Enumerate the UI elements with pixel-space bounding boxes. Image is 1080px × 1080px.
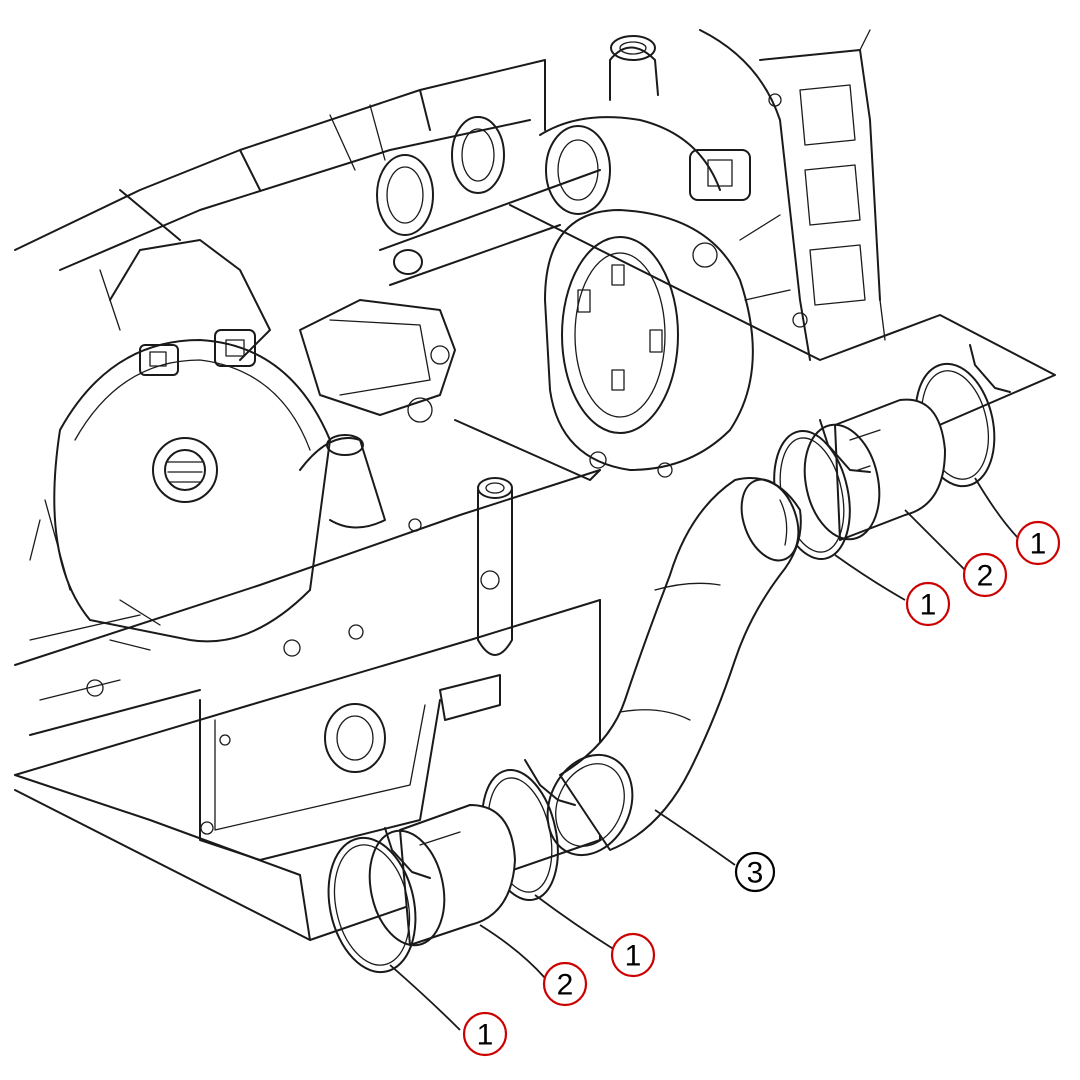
callout-label: 1: [625, 940, 642, 973]
callout-2-c2: 2: [962, 552, 1008, 598]
lower-hose-assembly: [327, 759, 576, 974]
upper-hose-assembly: [773, 344, 1011, 561]
section-planes: [14, 204, 1056, 941]
callouts: 1 2 1 1 2 1 3: [462, 520, 1061, 1057]
callout-circle: [905, 581, 951, 627]
callout-1-c3: 1: [905, 581, 951, 627]
coolant-hose: [546, 477, 802, 857]
callout-label: 3: [747, 857, 764, 890]
callout-label: 2: [977, 560, 994, 593]
callout-circle: [610, 932, 656, 978]
callout-label: 1: [477, 1019, 494, 1052]
callout-1-c6: 1: [462, 1011, 508, 1057]
callout-label: 1: [1030, 528, 1047, 561]
callout-circle: [734, 851, 776, 893]
callout-circle: [462, 1011, 508, 1057]
callout-label: 2: [557, 969, 574, 1002]
water-pump: [539, 35, 791, 478]
callout-circle: [1015, 520, 1061, 566]
callout-circle: [542, 961, 588, 1007]
callout-1-c1: 1: [1015, 520, 1061, 566]
leader-lines: [389, 477, 1021, 1031]
engine-block: [14, 59, 601, 861]
callout-circle: [962, 552, 1008, 598]
callout-label: 1: [920, 589, 937, 622]
callout-2-c5: 2: [542, 961, 588, 1007]
callout-1-c4: 1: [610, 932, 656, 978]
center-housing: [299, 299, 456, 423]
alternator: [29, 239, 386, 651]
callout-3-c7: 3: [734, 851, 776, 893]
timing-cover: [699, 29, 886, 361]
